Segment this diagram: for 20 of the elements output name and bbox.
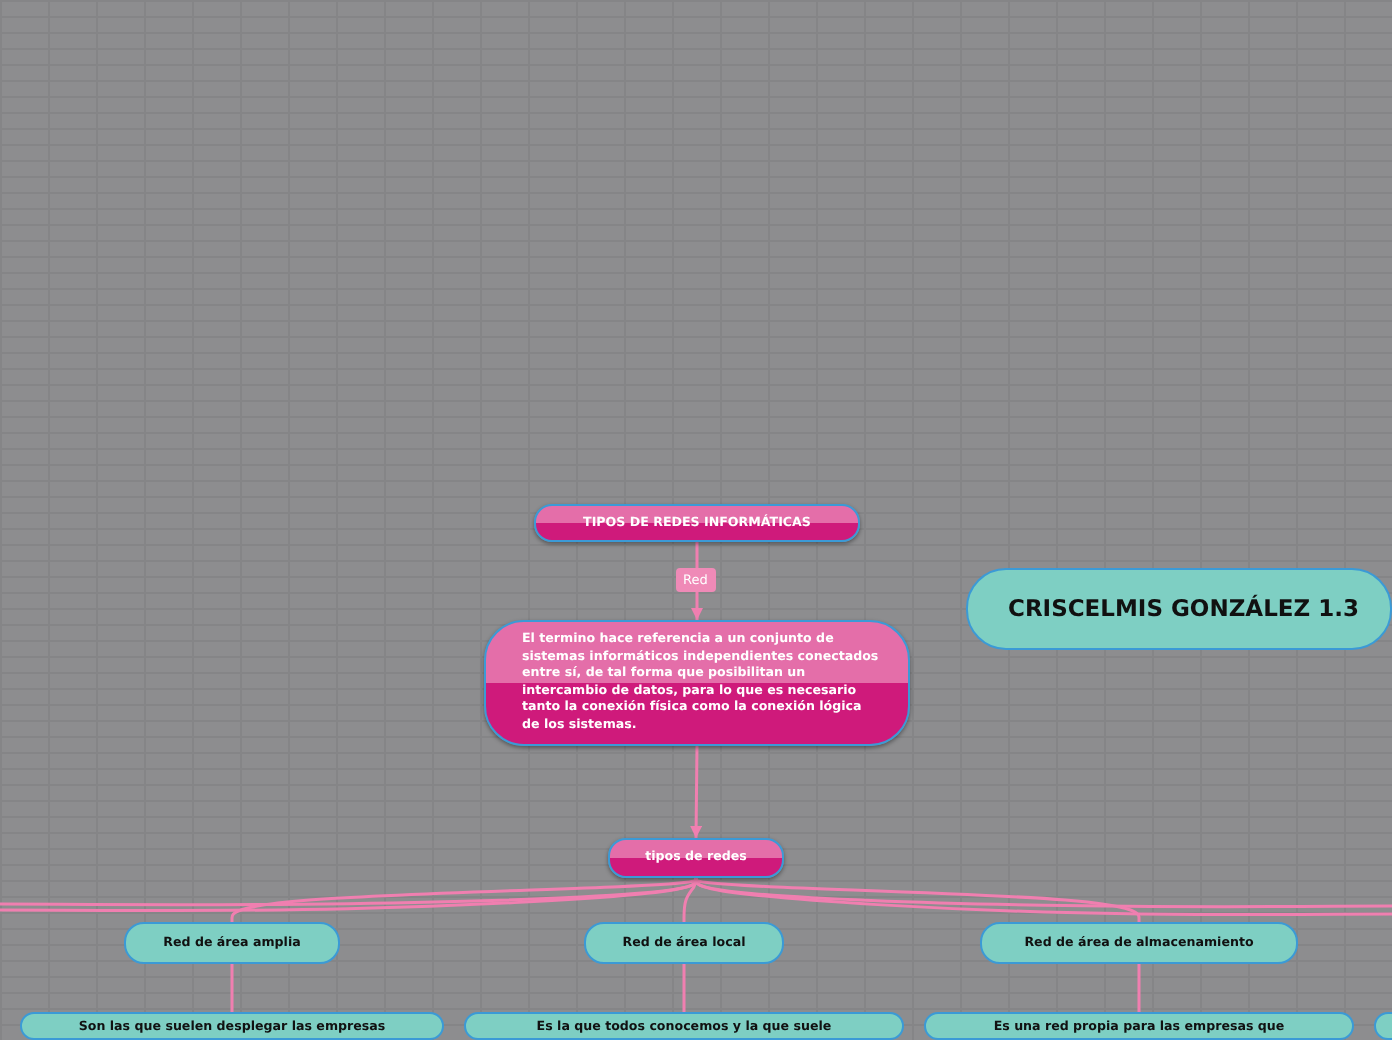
connector — [1137, 964, 1141, 1012]
topic-box — [584, 922, 784, 964]
connector — [230, 964, 234, 1012]
node-text: CRISCELMIS GONZÁLEZ 1.3 — [1008, 595, 1359, 623]
topic-box — [608, 838, 784, 878]
connector — [694, 877, 1392, 917]
topic-box — [484, 620, 910, 746]
connector — [694, 877, 1141, 922]
connector — [690, 746, 703, 838]
connector — [691, 542, 703, 620]
connector — [682, 964, 686, 1012]
topic-box — [924, 1012, 1354, 1040]
connector — [230, 876, 698, 922]
topic-box — [464, 1012, 904, 1040]
topic-box — [20, 1012, 444, 1040]
topic-box — [124, 922, 340, 964]
topic-box — [966, 568, 1392, 650]
connector — [0, 877, 698, 913]
topic-box — [980, 922, 1298, 964]
topic-box — [534, 504, 860, 542]
